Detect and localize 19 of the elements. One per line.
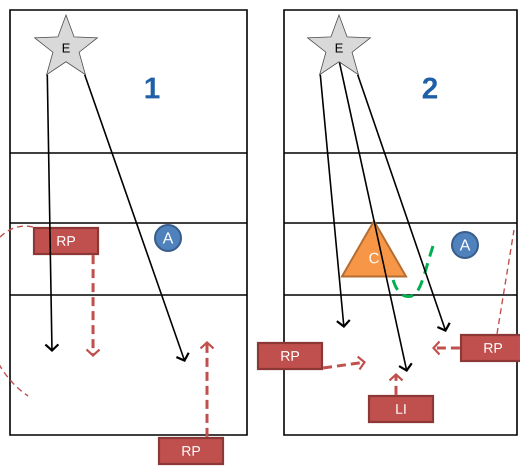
arrow xyxy=(322,356,366,370)
arrow xyxy=(200,341,214,437)
route-line xyxy=(0,226,33,397)
route-line xyxy=(496,230,515,334)
arrow xyxy=(86,255,100,357)
player-box: RP xyxy=(32,226,100,256)
player-box: RP xyxy=(158,436,224,466)
panel-number: 2 xyxy=(422,78,438,98)
player-box: RP xyxy=(460,334,520,362)
player-box: RP xyxy=(256,342,324,370)
arrow xyxy=(84,74,190,362)
arrow xyxy=(320,74,351,328)
arrow xyxy=(388,373,404,395)
arrow xyxy=(338,62,413,372)
arrow xyxy=(432,340,460,356)
arrow xyxy=(356,74,451,332)
panel-number: 1 xyxy=(146,78,160,98)
arrow xyxy=(44,74,60,352)
player-box: LI xyxy=(368,394,434,424)
